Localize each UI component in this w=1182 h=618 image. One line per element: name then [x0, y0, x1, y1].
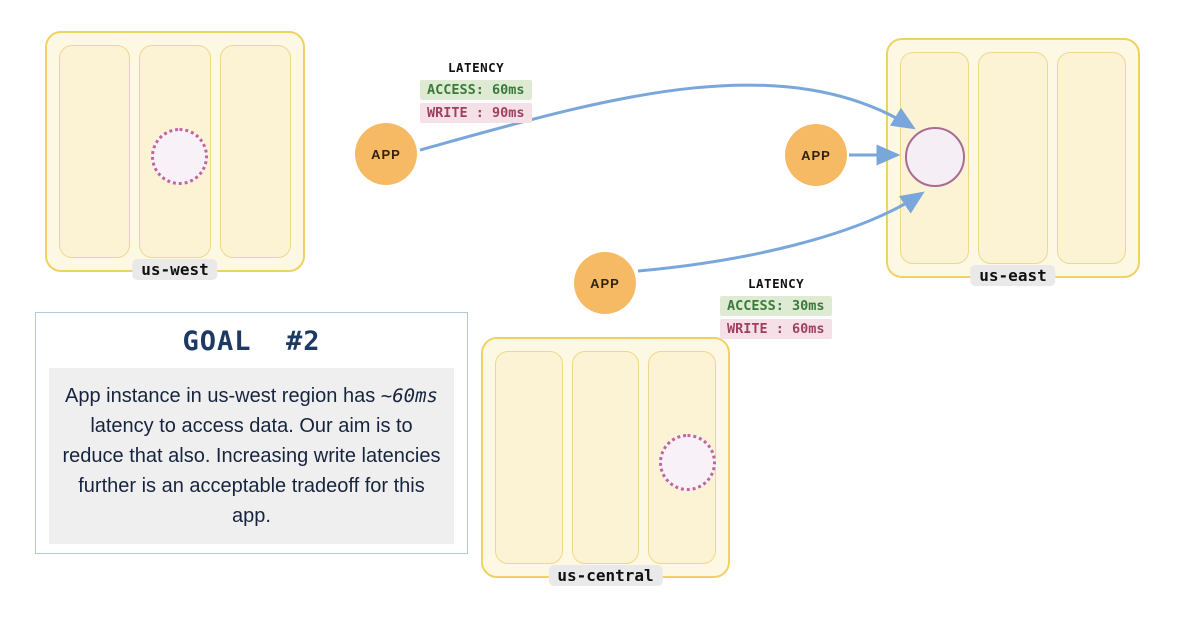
app-node-us-west: APP: [355, 123, 417, 185]
replica-dotted-circle: [659, 434, 716, 491]
goal-title: GOAL #2: [182, 326, 321, 357]
latency-write-value: WRITE : 60ms: [720, 319, 832, 339]
latency-write-value: WRITE : 90ms: [420, 103, 532, 123]
goal-description: App instance in us-west region has ~60ms…: [49, 368, 454, 544]
latency-title: LATENCY: [448, 60, 505, 75]
region-column: [495, 351, 563, 564]
latency-title: LATENCY: [748, 276, 805, 291]
region-label-us-west: us-west: [132, 259, 218, 280]
app-node-us-east: APP: [785, 124, 847, 186]
replica-circle: [905, 127, 965, 187]
region-label-us-east: us-east: [970, 265, 1056, 286]
latency-panel-central: LATENCY ACCESS: 30ms WRITE : 60ms: [720, 276, 832, 342]
region-column: [219, 45, 291, 258]
latency-panel-west: LATENCY ACCESS: 60ms WRITE : 90ms: [420, 60, 532, 126]
latency-access-value: ACCESS: 30ms: [720, 296, 832, 316]
goal-callout: GOAL #2 App instance in us-west region h…: [35, 312, 468, 554]
replica-dotted-circle: [151, 128, 208, 185]
app-node-us-central: APP: [574, 252, 636, 314]
region-us-west: us-west: [45, 31, 305, 280]
app-node-label: APP: [371, 146, 401, 162]
region-column: [59, 45, 131, 258]
region-column: [978, 52, 1048, 264]
region-column: [571, 351, 640, 564]
latency-access-value: ACCESS: 60ms: [420, 80, 532, 100]
goal-text-before: App instance in us-west region has: [65, 385, 381, 407]
app-node-label: APP: [590, 275, 620, 291]
goal-text-after: latency to access data. Our aim is to re…: [62, 415, 441, 527]
region-label-us-central: us-central: [548, 565, 663, 586]
region-us-central: us-central: [481, 337, 730, 586]
arrow-central-app-to-us-east: [637, 191, 925, 273]
region-column: [1056, 52, 1126, 264]
region-us-east: us-east: [886, 38, 1140, 286]
app-node-label: APP: [801, 147, 831, 163]
goal-latency-highlight: ~60ms: [380, 385, 438, 407]
